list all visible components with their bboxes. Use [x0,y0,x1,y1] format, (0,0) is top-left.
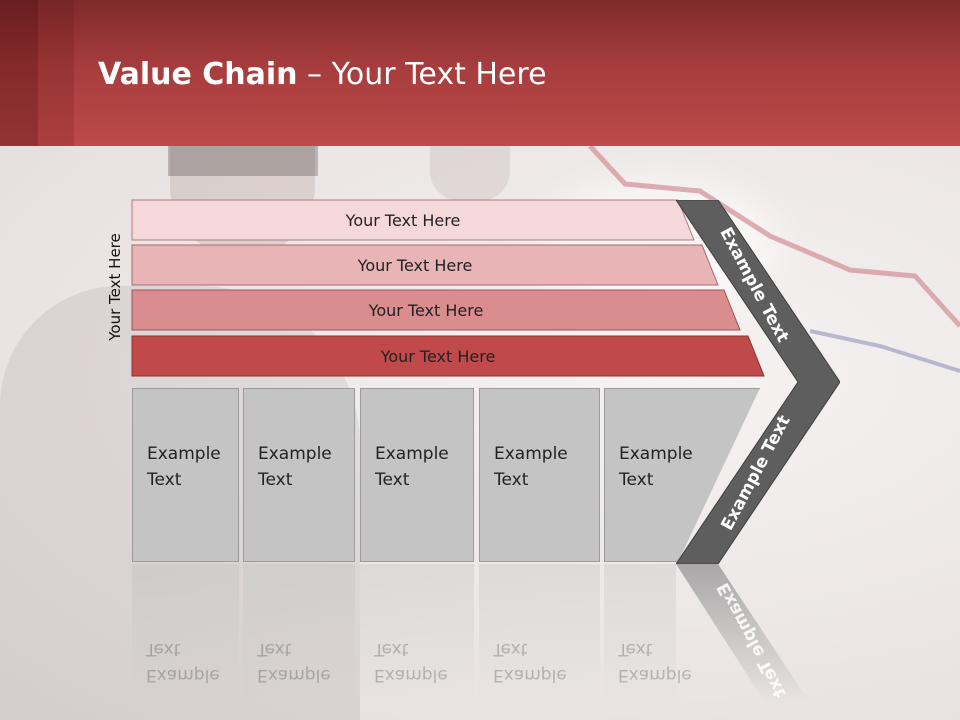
person-arm [430,146,510,201]
trend-lines [588,146,960,373]
primary-box-4: Example Text [479,388,600,562]
primary-box-2: Example Text [243,388,355,562]
primary-box-3: Example Text [360,388,474,562]
primary-box-2-reflection: Example Text [243,564,355,704]
reflection-label: Example Text [257,639,331,685]
reflection-label: Example Text [493,639,567,685]
slide-title: Value Chain – Your Text Here [98,52,547,98]
reflection-label: Example Text [146,639,220,685]
primary-box-5-reflection: Example Text [604,564,692,704]
person-hair [168,146,318,176]
support-row-1: Your Text Here [132,200,694,240]
primary-box-1: Example Text [132,388,239,562]
primary-box-label: Example Text [258,444,332,490]
support-row-2-outline [131,244,719,286]
chevron-shape [676,200,840,564]
support-row-4: Your Text Here [132,336,764,376]
primary-box-3-reflection: Example Text [360,564,474,704]
header-band: Value Chain – Your Text Here [0,0,960,146]
support-row-1-outline [131,199,695,241]
slide-title-rest: – Your Text Here [297,57,547,92]
support-row-label: Your Text Here [345,210,461,230]
support-row-label: Your Text Here [368,300,484,320]
support-row-label: Your Text Here [380,346,496,366]
reflection-label: Example Text [374,639,448,685]
chevron-reflection-shape [676,564,808,704]
header-accent-strip-2 [38,0,74,146]
chevron-reflection [676,564,808,704]
support-row-4-outline [131,335,765,377]
declining-blue-line [809,329,960,373]
primary-box-4-reflection: Example Text [479,564,600,704]
header-accent-strip [0,0,38,146]
primary-box-label: Example Text [619,444,693,490]
primary-box-label: Example Text [375,444,449,490]
slide-title-bold: Value Chain [98,57,298,92]
margin-chevron [676,200,840,564]
primary-box-label: Example Text [147,444,221,490]
primary-box-1-reflection: Example Text [132,564,239,704]
primary-box-label: Example Text [494,444,568,490]
support-row-3: Your Text Here [132,290,740,330]
support-row-label: Your Text Here [357,255,473,275]
support-row-3-outline [131,289,741,331]
declining-red-line [588,146,960,328]
support-row-2: Your Text Here [132,245,718,285]
